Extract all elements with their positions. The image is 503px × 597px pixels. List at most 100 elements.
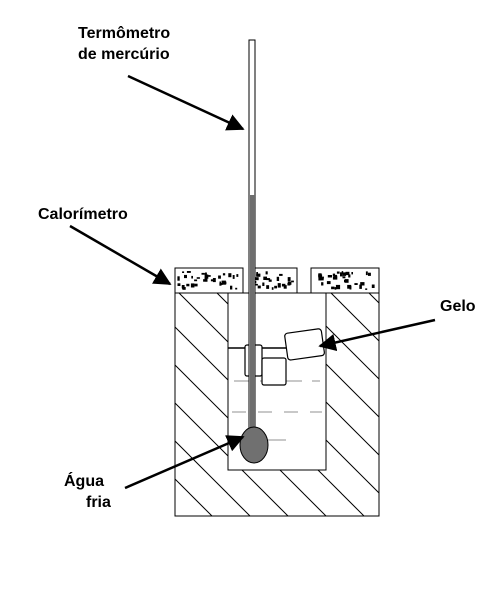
lid-speckle (262, 282, 265, 286)
lid-speckle (341, 271, 344, 275)
lid-speckle (320, 277, 324, 281)
lid-speckle (212, 278, 216, 283)
leader-arrows (69, 74, 436, 490)
water-arrow (124, 435, 245, 490)
ice-arrow (318, 318, 436, 352)
lid-speckle (268, 279, 272, 282)
lid-speckle (345, 271, 350, 276)
thermometer-label-line2: de mercúrio (78, 46, 170, 63)
lid-speckle (219, 281, 222, 285)
lid-speckle (283, 285, 287, 289)
lid-speckle (351, 272, 353, 275)
lid-speckle (287, 282, 291, 286)
lid-speckle (190, 283, 195, 288)
thermometer-label-line1: Termômetro (78, 25, 170, 42)
lid-speckle (255, 283, 258, 286)
lid-speckle (204, 274, 207, 279)
lid-speckle (277, 283, 281, 288)
lid-speckle (279, 273, 283, 276)
labels: Termômetro de mercúrio Calorímetro Gelo … (38, 25, 476, 511)
lid-speckle (232, 275, 235, 279)
lid-speckle (336, 271, 340, 274)
calorimeter-body (174, 292, 380, 517)
lid-speckle (266, 285, 270, 289)
lid-speckle (274, 285, 277, 289)
lid-speckle (271, 287, 274, 290)
lid-speckle (348, 274, 351, 278)
water-label-line1: Água (64, 471, 104, 490)
lid-speckle (281, 283, 286, 287)
lid-speckle (342, 276, 346, 279)
lid-speckle (182, 271, 185, 273)
ice-cube (261, 357, 287, 386)
lid-speckle (321, 282, 324, 286)
lid-speckle (256, 273, 261, 277)
lid-speckle (236, 274, 239, 277)
lid-speckle (222, 273, 226, 276)
lid-speckle (235, 287, 238, 290)
lid-speckle (360, 282, 365, 286)
lid-speckle (219, 283, 222, 286)
lid-speckle (205, 272, 207, 275)
lid-speckle (371, 284, 375, 288)
lid-speckle (318, 276, 322, 281)
lid-speckle (186, 271, 191, 273)
lid-speckle (191, 275, 193, 279)
thermometer-arrow (127, 74, 245, 131)
lid-speckle (334, 287, 337, 290)
lid-speckle (340, 272, 343, 277)
lid-speckle (327, 275, 332, 278)
lid-speckle (221, 280, 226, 285)
lid-speckle (344, 279, 349, 283)
water-label-line2: fria (86, 494, 111, 511)
lid-speckle (287, 277, 291, 282)
thermometer-bulb (239, 426, 269, 464)
lid-speckle (276, 276, 280, 281)
lid-speckle (204, 277, 208, 282)
lid-speckle (354, 283, 358, 285)
lid-speckle (218, 275, 221, 279)
thermometer (239, 39, 269, 464)
lid-speckle (184, 274, 187, 279)
lid-speckle (322, 276, 324, 279)
lid-speckle (194, 279, 198, 282)
lid-speckle (334, 274, 338, 278)
lid-speckle (206, 274, 209, 279)
lid-speckle (266, 278, 271, 281)
lid-speckle (194, 283, 198, 287)
lid-speckle (201, 272, 205, 275)
lid-speckle (331, 286, 335, 290)
lid-speckle (177, 276, 180, 281)
lid-speckle (177, 283, 181, 286)
lid-speckle (368, 272, 371, 276)
calorimeter-lid (174, 267, 380, 294)
lid-speckle (359, 284, 362, 289)
lid-speckle (263, 276, 267, 280)
lid-speckle (365, 288, 368, 290)
lid-speckle (228, 273, 232, 278)
lid-speckle (326, 281, 331, 285)
lid-speckle (291, 280, 294, 283)
lid-speckle (196, 277, 200, 279)
lid-speckle (365, 271, 368, 276)
lid-speckle (230, 285, 233, 290)
mercury-column (250, 195, 255, 435)
calorimeter-arrow (69, 224, 172, 286)
calorimeter-label: Calorímetro (38, 206, 128, 223)
lid-speckle (254, 277, 259, 281)
ice-cube (284, 328, 325, 361)
lid-speckle (221, 282, 223, 285)
lid-speckle (186, 283, 190, 287)
lid-speckle (335, 284, 341, 290)
lid-speckle (347, 284, 352, 289)
lid-speckle (257, 285, 261, 289)
lid-speckle (182, 287, 186, 290)
lid-speckles (177, 271, 375, 290)
ice-label: Gelo (440, 298, 476, 315)
lid-speckle (210, 279, 215, 282)
lid-speckle (207, 275, 211, 277)
lid-speckle (318, 273, 322, 276)
lid-speckle (332, 273, 336, 277)
lid-speckle (342, 272, 347, 276)
